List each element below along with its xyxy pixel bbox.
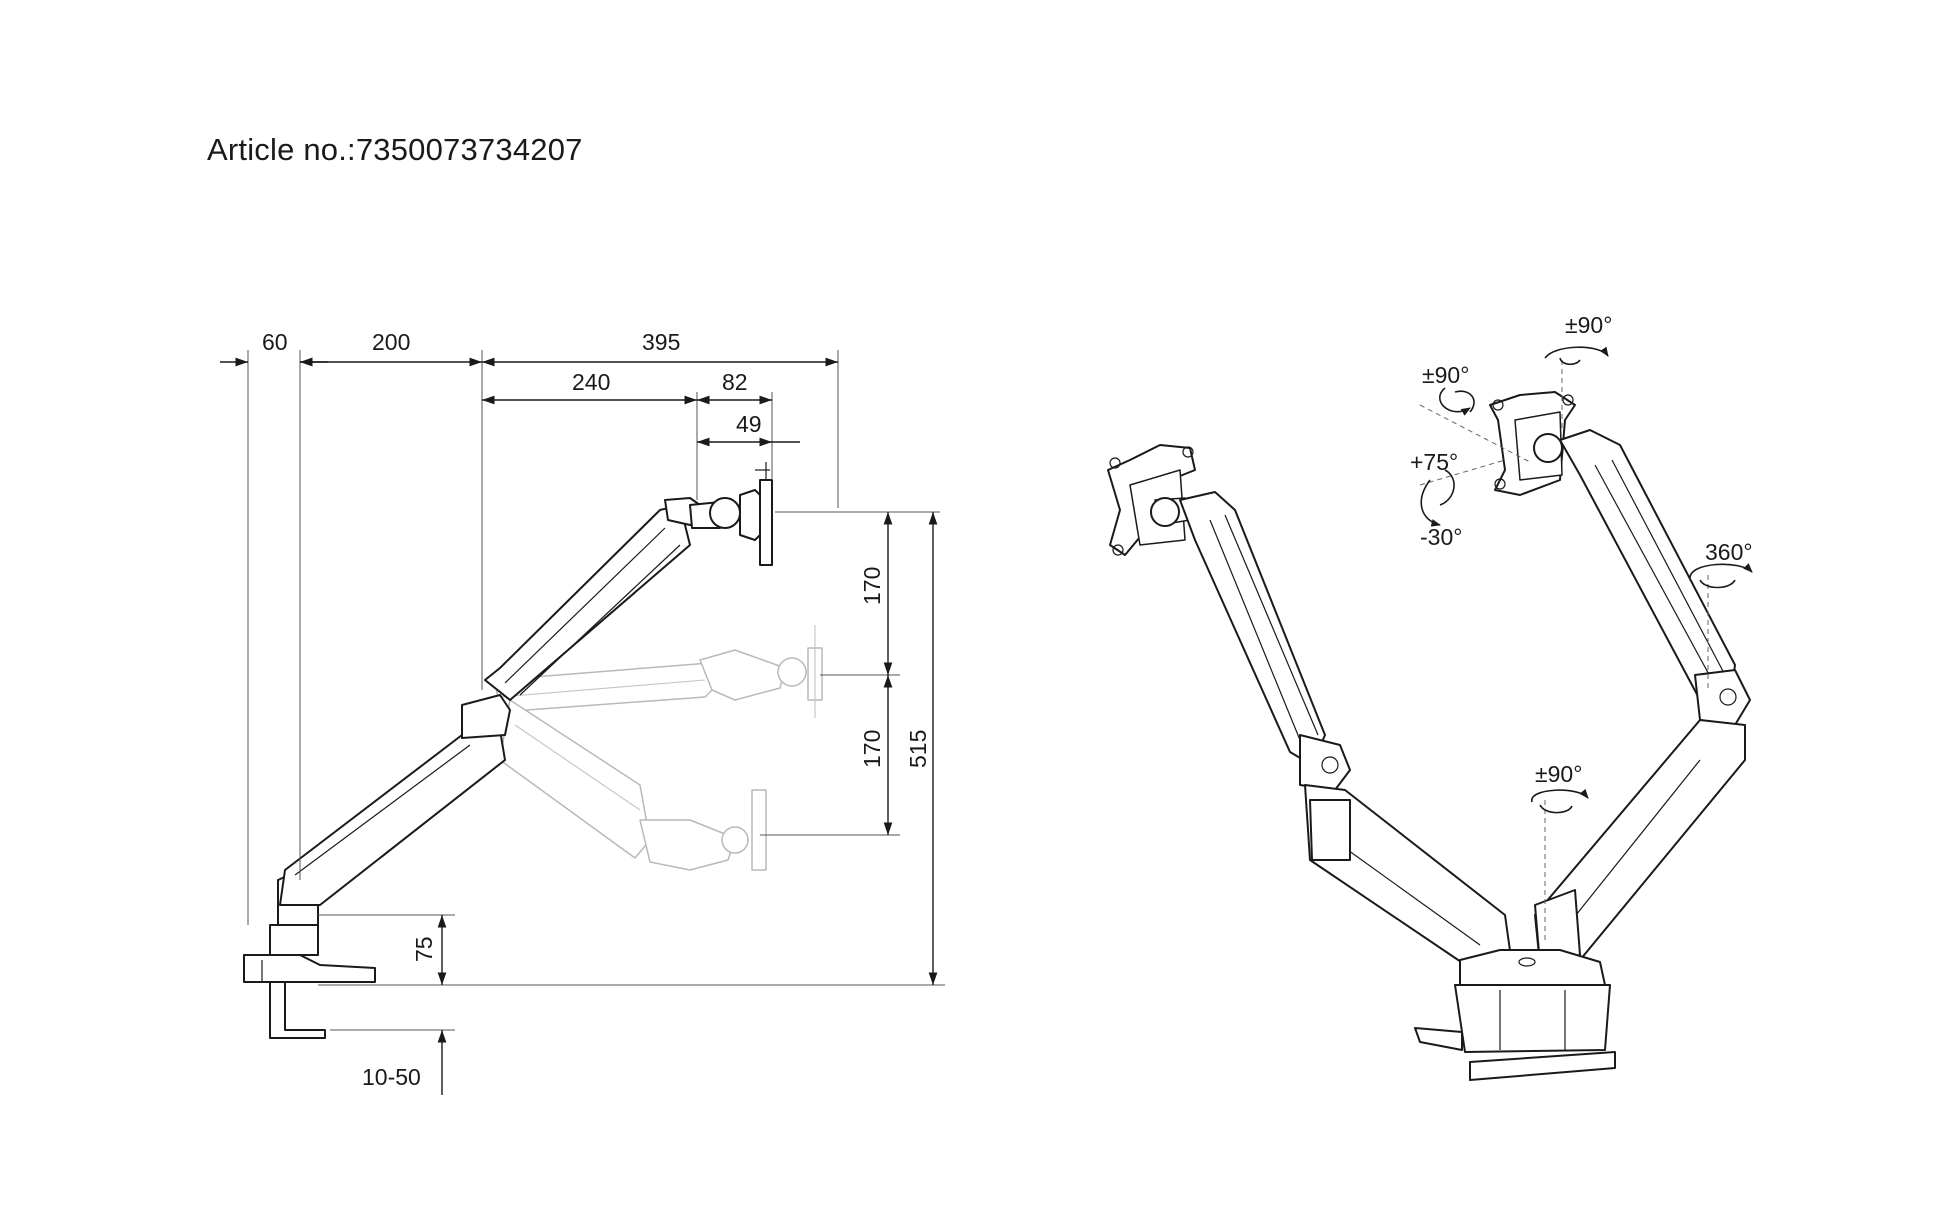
dim-170-lower: 170	[859, 730, 885, 768]
right-upper-arm	[1559, 429, 1751, 726]
rotation-left-head: ±90°	[1422, 362, 1469, 388]
lower-arm	[279, 694, 511, 906]
rotation-base: ±90°	[1535, 761, 1582, 787]
dimension-lines	[220, 350, 945, 1095]
tilt-arrow	[1420, 469, 1455, 527]
right-vesa-plate	[1489, 391, 1576, 496]
dim-200: 200	[372, 329, 410, 355]
ghost-lower-arm	[499, 699, 767, 871]
left-upper-arm	[1179, 491, 1351, 791]
rotation-arm-joint: 360°	[1705, 539, 1753, 565]
dim-60: 60	[262, 329, 288, 355]
dim-49: 49	[736, 411, 762, 437]
rotation-tilt-up: +75°	[1410, 449, 1458, 475]
center-base	[1414, 949, 1616, 1081]
dim-395: 395	[642, 329, 680, 355]
rotate-360-arrow	[1689, 563, 1753, 589]
dim-75: 75	[411, 936, 437, 962]
rotate-left-arrow	[1439, 387, 1475, 416]
rotate-base-arrow	[1531, 788, 1589, 814]
rotation-top-head: ±90°	[1565, 312, 1612, 338]
perspective-view: ±90° ±90° +75° -30° 360° ±90°	[1107, 312, 1753, 1081]
dim-240: 240	[572, 369, 610, 395]
right-lower-arm	[1534, 719, 1746, 966]
dim-515: 515	[905, 730, 931, 768]
dim-10-50: 10-50	[362, 1064, 421, 1090]
left-lower-arm	[1304, 784, 1513, 969]
rotation-tilt-down: -30°	[1420, 524, 1462, 550]
upper-arm	[484, 462, 773, 701]
dim-82: 82	[722, 369, 748, 395]
dim-170-upper: 170	[859, 567, 885, 605]
side-view: 60 200 395 240 82 49 170 170 515 75 10-5…	[220, 329, 945, 1095]
desk-clamp	[243, 924, 376, 1039]
page-title: Article no.:7350073734207	[207, 132, 583, 167]
rotate-top-arrow	[1544, 346, 1609, 366]
